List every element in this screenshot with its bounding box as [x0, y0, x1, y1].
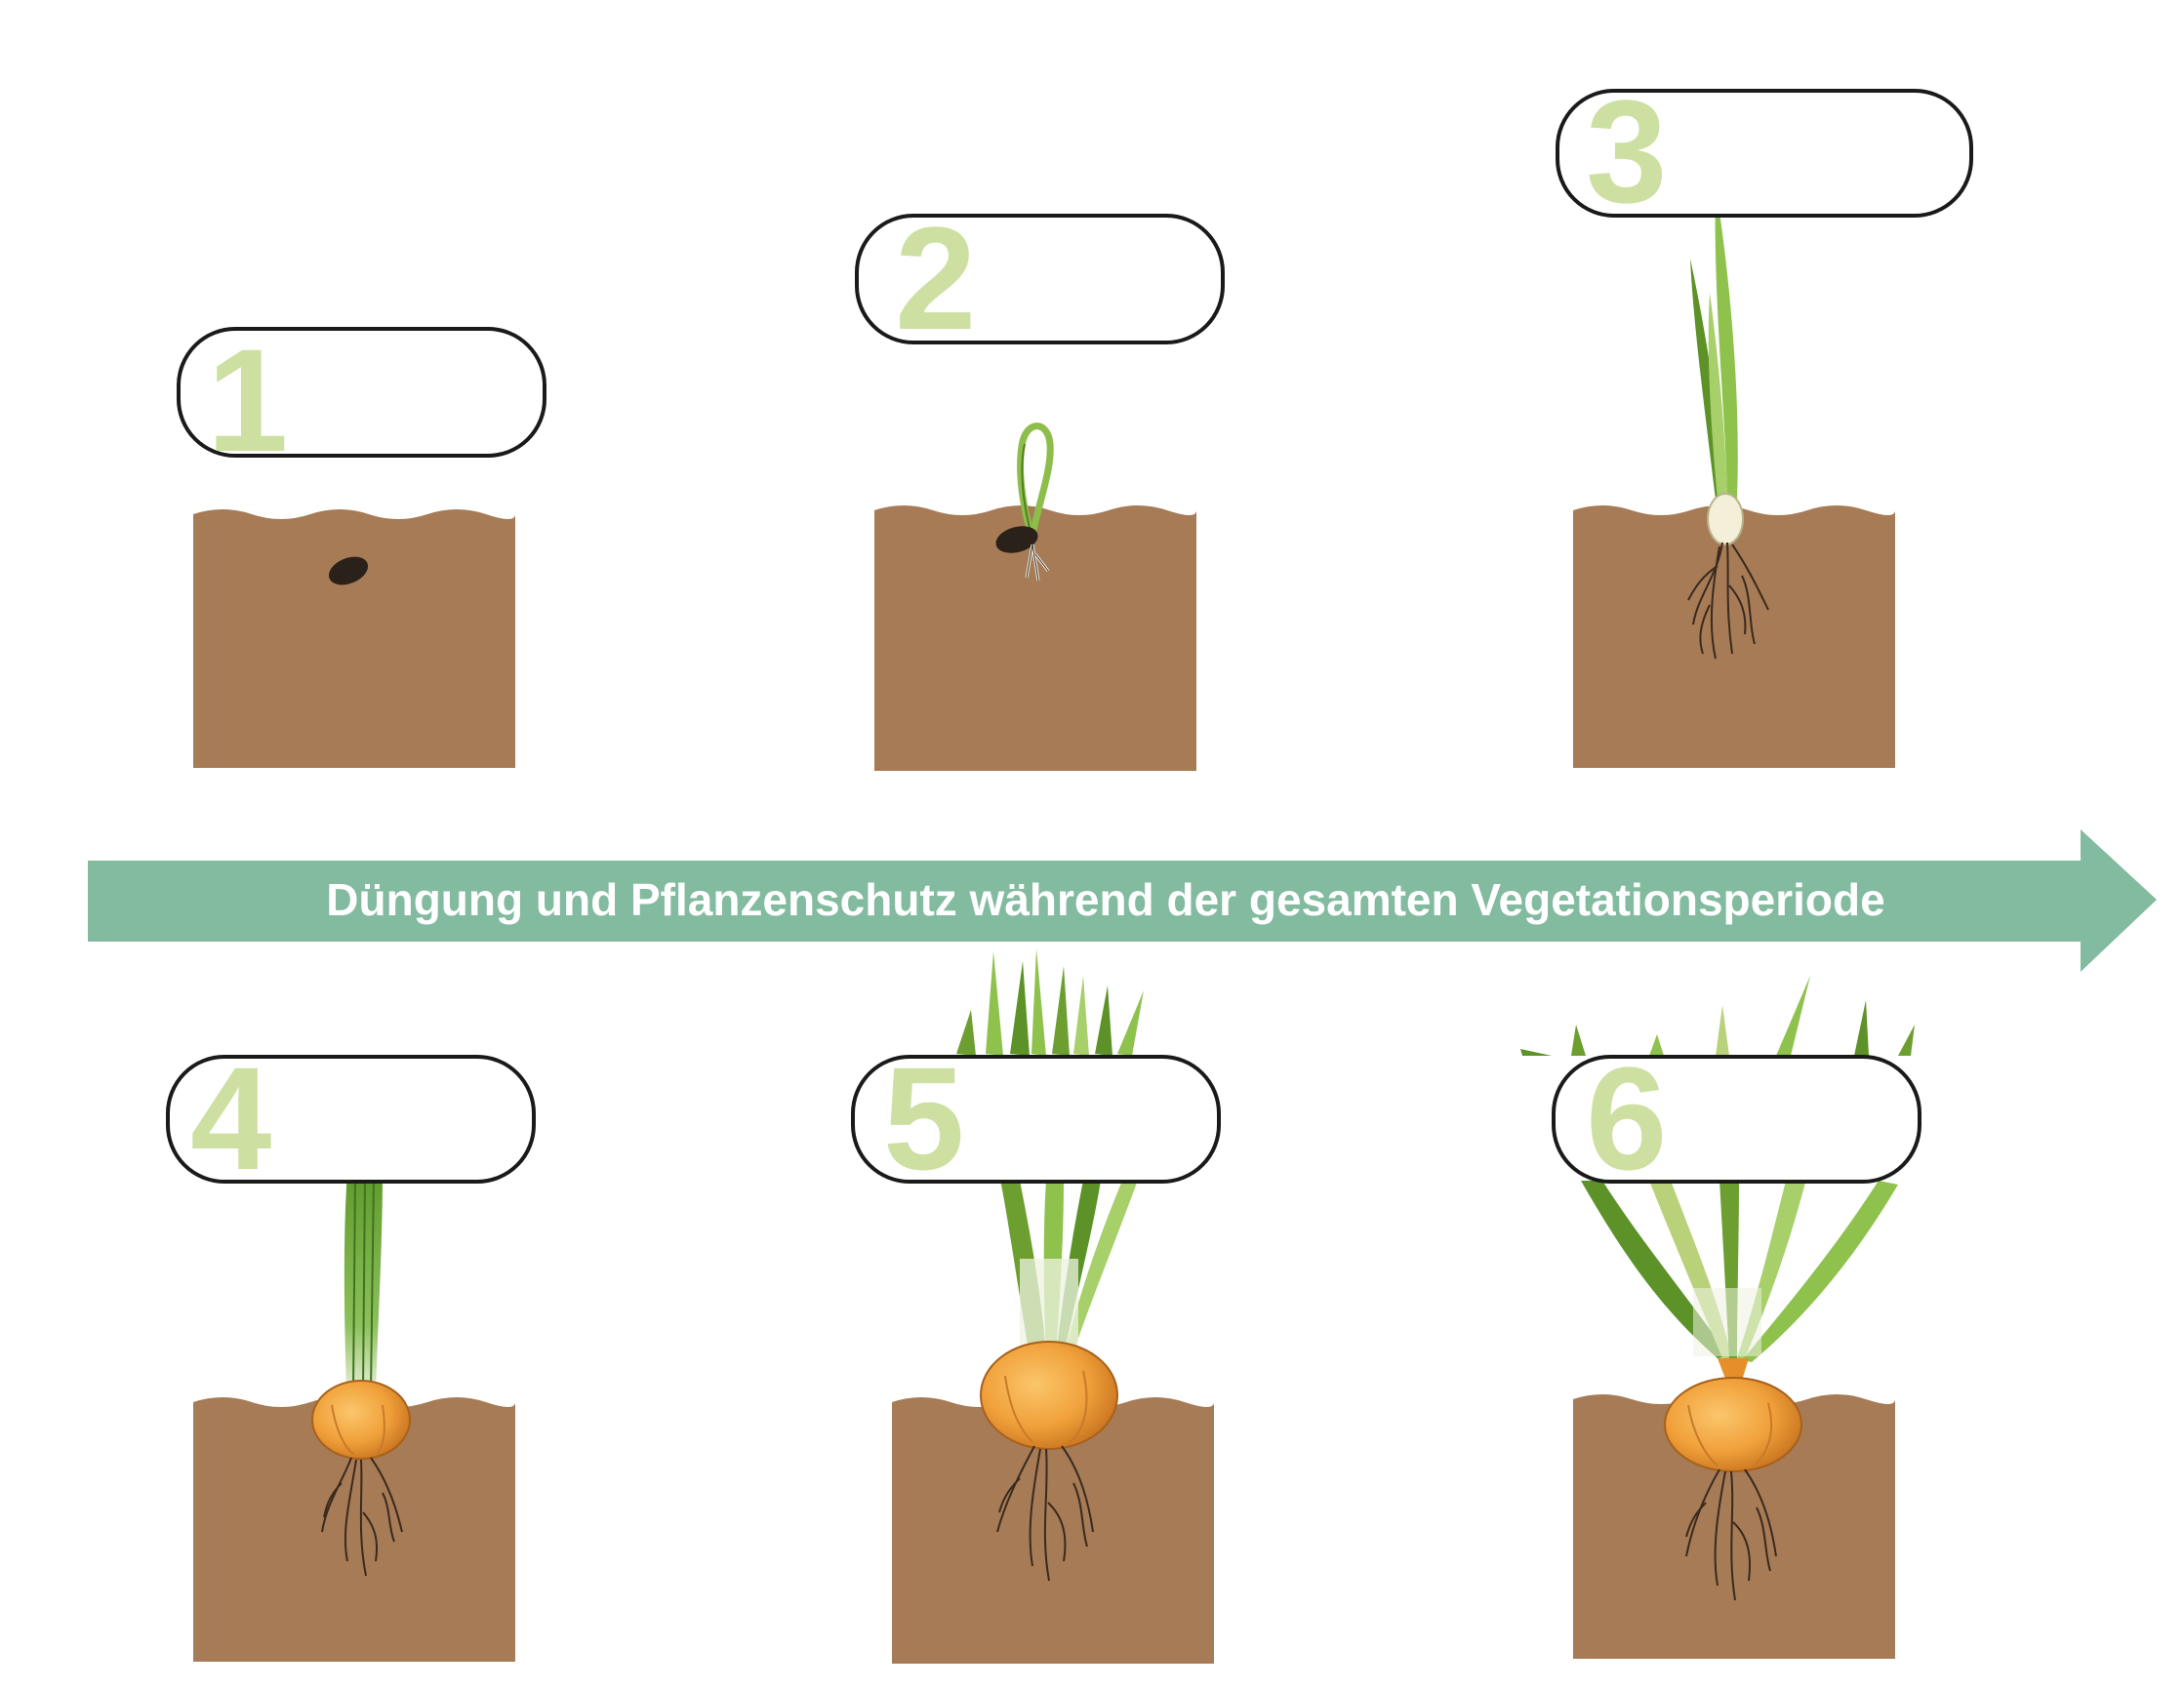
stage-2: 2: [855, 196, 1225, 771]
stage-label-box: [851, 1055, 1221, 1184]
stage-label-box: [1552, 1055, 1921, 1184]
seedling: [995, 422, 1054, 582]
young-plant: [1687, 185, 1769, 660]
stage-4: 4: [166, 1036, 536, 1662]
leaves-top: [956, 948, 1144, 1056]
stage-number: 2: [895, 196, 976, 360]
arrow-shape: [88, 829, 2157, 972]
soil-block: [1573, 505, 1895, 768]
stage-number: 3: [1586, 69, 1667, 233]
stage-1: 1: [177, 318, 546, 768]
arrow-label: Düngung und Pflanzenschutz während der g…: [326, 874, 1884, 925]
leaves-bottom: [1000, 1181, 1137, 1358]
stage-3: 3: [1556, 69, 1973, 768]
stage-number: 4: [190, 1036, 271, 1200]
seed: [328, 556, 369, 585]
soil-block: [1573, 1394, 1895, 1659]
leaves-top: [1520, 976, 1915, 1056]
stage-5: 5: [851, 948, 1221, 1664]
soil-block: [193, 1397, 515, 1662]
soil-block: [874, 505, 1196, 771]
leaves-bottom: [1581, 1181, 1898, 1362]
stage-label-box: [177, 327, 546, 458]
onion-plant: [956, 948, 1144, 1582]
stage-number: 6: [1586, 1036, 1667, 1200]
stage-label-box: [855, 214, 1225, 344]
soil-block: [193, 509, 515, 768]
stage-6: 6: [1520, 976, 1921, 1659]
stage-label-box: [1556, 89, 1973, 218]
onion-plant: [311, 1171, 411, 1577]
stage-number: 5: [883, 1036, 964, 1200]
soil-block: [892, 1397, 1214, 1664]
onion-plant: [1520, 976, 1915, 1601]
stage-number: 1: [207, 318, 288, 482]
timeline-arrow: Düngung und Pflanzenschutz während der g…: [88, 829, 2157, 972]
stage-label-box: [166, 1055, 536, 1184]
